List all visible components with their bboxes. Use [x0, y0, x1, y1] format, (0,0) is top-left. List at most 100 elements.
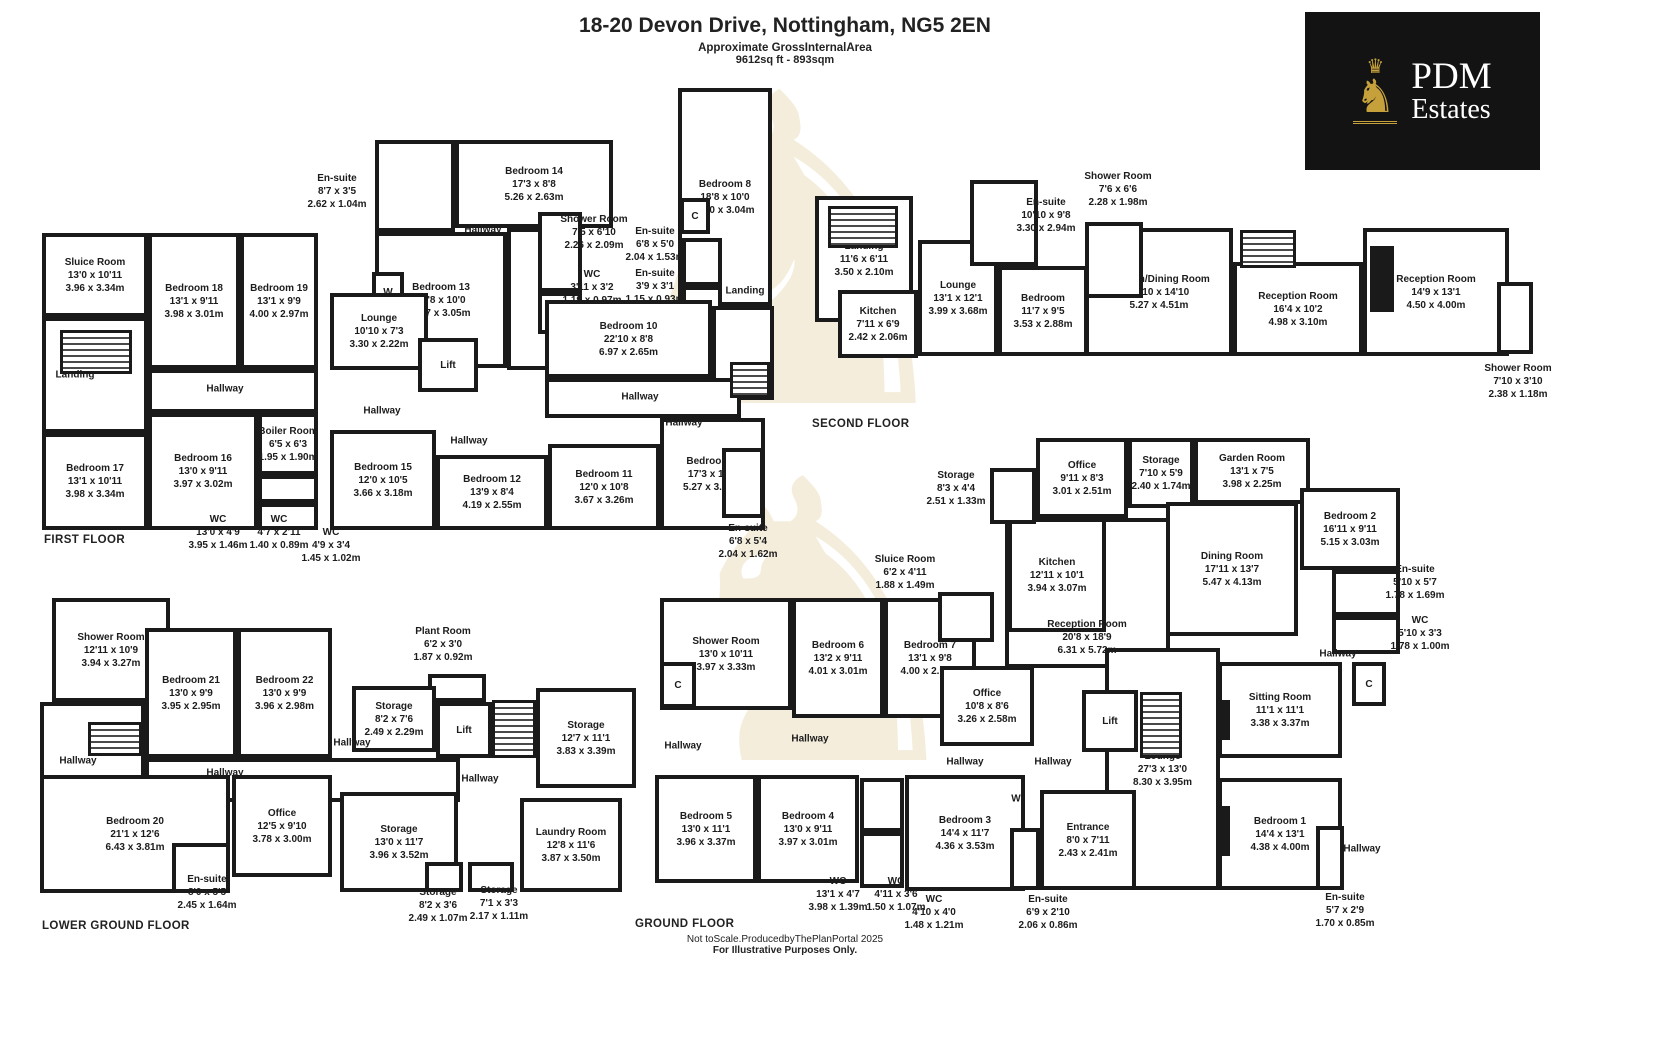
room [1497, 282, 1533, 354]
hallway-label: Hallway [461, 773, 499, 785]
landing-label: Landing [725, 285, 765, 297]
room [1010, 828, 1040, 890]
lion-icon: ♞ [1354, 69, 1397, 122]
room [990, 468, 1036, 524]
area-text: 9612sq ft - 893sqm [735, 54, 835, 66]
chimney-block [1370, 246, 1394, 312]
hallway-label: Hallway [621, 391, 659, 403]
hallway-label: Hallway [450, 435, 488, 447]
room [722, 448, 764, 518]
crest-base [1353, 121, 1398, 125]
room [860, 832, 904, 888]
footer-line-2: For Illustrative Purposes Only. [712, 945, 858, 956]
hallway-label: Hallway [1343, 843, 1381, 855]
room [1332, 570, 1400, 616]
logo-text: PDM Estates [1411, 58, 1491, 124]
hallway-label: Hallway [333, 737, 371, 749]
room [172, 843, 230, 893]
stairs [1240, 230, 1296, 268]
hallway-label: Hallway [464, 224, 502, 236]
lift: Lift [418, 338, 478, 392]
hallway-label: Hallway [665, 417, 703, 429]
room [468, 862, 514, 892]
floor-label-second-floor: SECOND FLOOR [812, 418, 910, 430]
stairs [1140, 692, 1182, 758]
lift: Lift [1082, 690, 1138, 752]
crown-icon: ♛ [1366, 55, 1385, 78]
hallway-label: Hallway [363, 405, 401, 417]
room [860, 778, 904, 832]
title-block: 18-20 Devon Drive, Nottingham, NG5 2EN A… [430, 14, 1140, 66]
agency-logo: ♛ ♞ PDM Estates [1305, 12, 1540, 170]
hallway-label: Hallway [206, 383, 244, 395]
stairs [828, 206, 898, 248]
hallway-label: Hallway [206, 767, 244, 779]
hallway-label: Hallway [1319, 648, 1357, 660]
hallway-label: Hallway [1034, 756, 1072, 768]
room [682, 238, 722, 286]
room [425, 862, 463, 892]
room [1332, 616, 1400, 654]
room [375, 140, 455, 232]
lion-crest-icon: ♛ ♞ [1353, 55, 1398, 125]
c: C [680, 198, 710, 234]
logo-subname: Estates [1411, 93, 1491, 125]
floor-label-lower-ground-floor: LOWER GROUND FLOOR [42, 920, 190, 932]
room [970, 180, 1038, 266]
room [1316, 826, 1344, 890]
stairs [88, 722, 142, 756]
room [1085, 222, 1143, 298]
chimney-block [1218, 700, 1230, 740]
lift: Lift [436, 702, 492, 758]
hallway-label: Hallway [59, 755, 97, 767]
